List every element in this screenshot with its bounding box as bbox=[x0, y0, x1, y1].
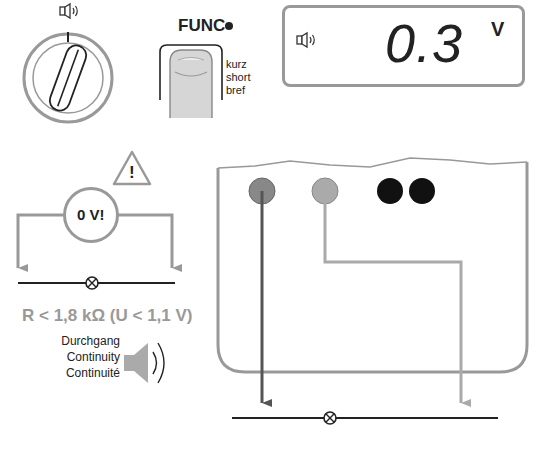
buzzer-symbol bbox=[124, 343, 164, 383]
warning-mark: ! bbox=[129, 164, 135, 183]
probe-lead bbox=[325, 191, 461, 403]
meter-housing bbox=[218, 158, 527, 372]
continuity-label: Continuity bbox=[67, 351, 120, 364]
func-button bbox=[160, 45, 222, 118]
circuit-line bbox=[232, 417, 498, 419]
rotary-switch bbox=[24, 32, 112, 122]
speaker-symbol bbox=[60, 4, 77, 18]
press-duration: kurz bbox=[226, 58, 247, 70]
voltmeter-circle: 0 V! bbox=[63, 187, 119, 243]
continuity-label: Durchgang bbox=[61, 335, 120, 348]
speaker-symbol bbox=[297, 33, 314, 47]
socket bbox=[377, 178, 403, 204]
press-duration: short bbox=[226, 71, 250, 83]
display-unit: V bbox=[491, 18, 504, 40]
func-dot bbox=[225, 22, 233, 30]
socket bbox=[409, 178, 435, 204]
press-duration: bref bbox=[226, 84, 245, 96]
voltage-value: 0 V! bbox=[77, 207, 105, 224]
display-reading: 0.3 bbox=[385, 14, 463, 73]
continuity-label: Continuité bbox=[66, 367, 120, 380]
warning-triangle: ! bbox=[112, 150, 152, 186]
lcd-display: 0.3 V bbox=[282, 5, 525, 87]
function-key-label: FUNC bbox=[178, 17, 225, 36]
probe-lead bbox=[261, 191, 264, 403]
threshold-note: R < 1,8 kΩ (U < 1,1 V) bbox=[22, 307, 192, 326]
